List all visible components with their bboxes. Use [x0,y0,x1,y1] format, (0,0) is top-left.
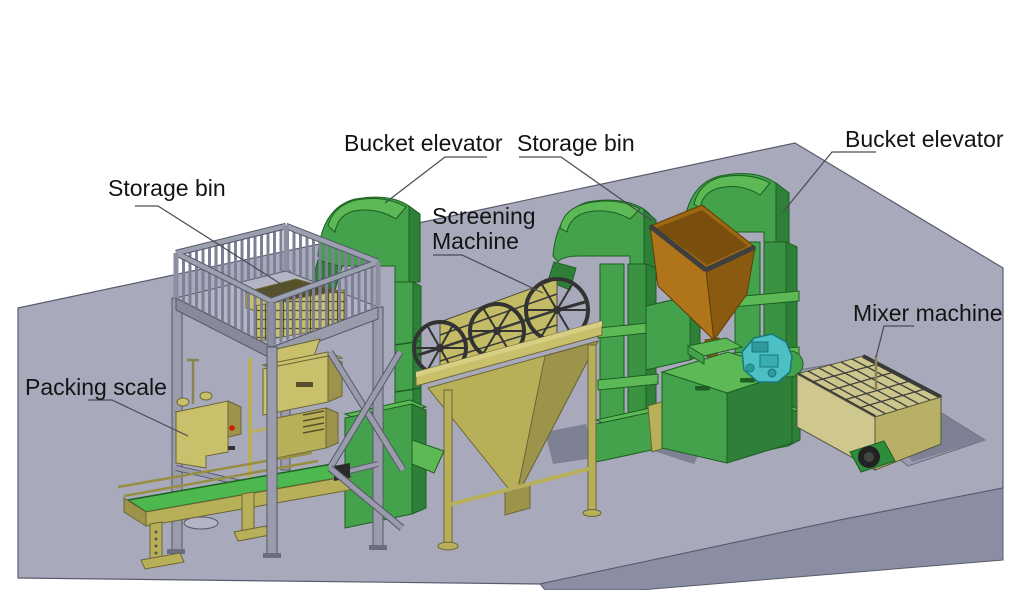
label-bucket-elevator-left: Bucket elevator [344,130,503,156]
drum-wheel-mid [468,302,526,360]
leader-screening-machine [433,254,544,294]
packing-scale [174,358,242,469]
leader-bucket-elevator-right [782,151,876,213]
gear-motor [741,333,804,383]
leader-storage-bin-left [135,205,285,287]
annotations: Storage bin Bucket elevator Screening Ma… [25,126,1004,437]
leader-packing-scale [88,399,189,437]
mixer-grid [807,358,931,415]
label-screening-machine-line2: Machine [432,228,519,254]
platform [167,222,387,554]
label-storage-bin-center: Storage bin [517,130,635,156]
bagging-conveyor [117,451,352,570]
bucket-elevator-center [547,199,666,463]
label-storage-bin-left: Storage bin [108,175,226,201]
platform-front-braces [263,346,406,558]
leader-mixer-machine [875,325,914,358]
screening-machine [412,277,603,551]
leader-bucket-elevator-left [384,156,487,204]
catch-pan [686,337,744,365]
label-packing-scale: Packing scale [25,374,167,400]
label-mixer-machine: Mixer machine [853,300,1003,326]
label-screening-machine-line1: Screening [432,203,536,229]
platform-railing [173,222,381,346]
mixer-machine [795,354,943,473]
label-bucket-elevator-right: Bucket elevator [845,126,1004,152]
storage-bin-center-hopper [648,204,757,358]
leader-storage-bin-center [519,156,653,222]
